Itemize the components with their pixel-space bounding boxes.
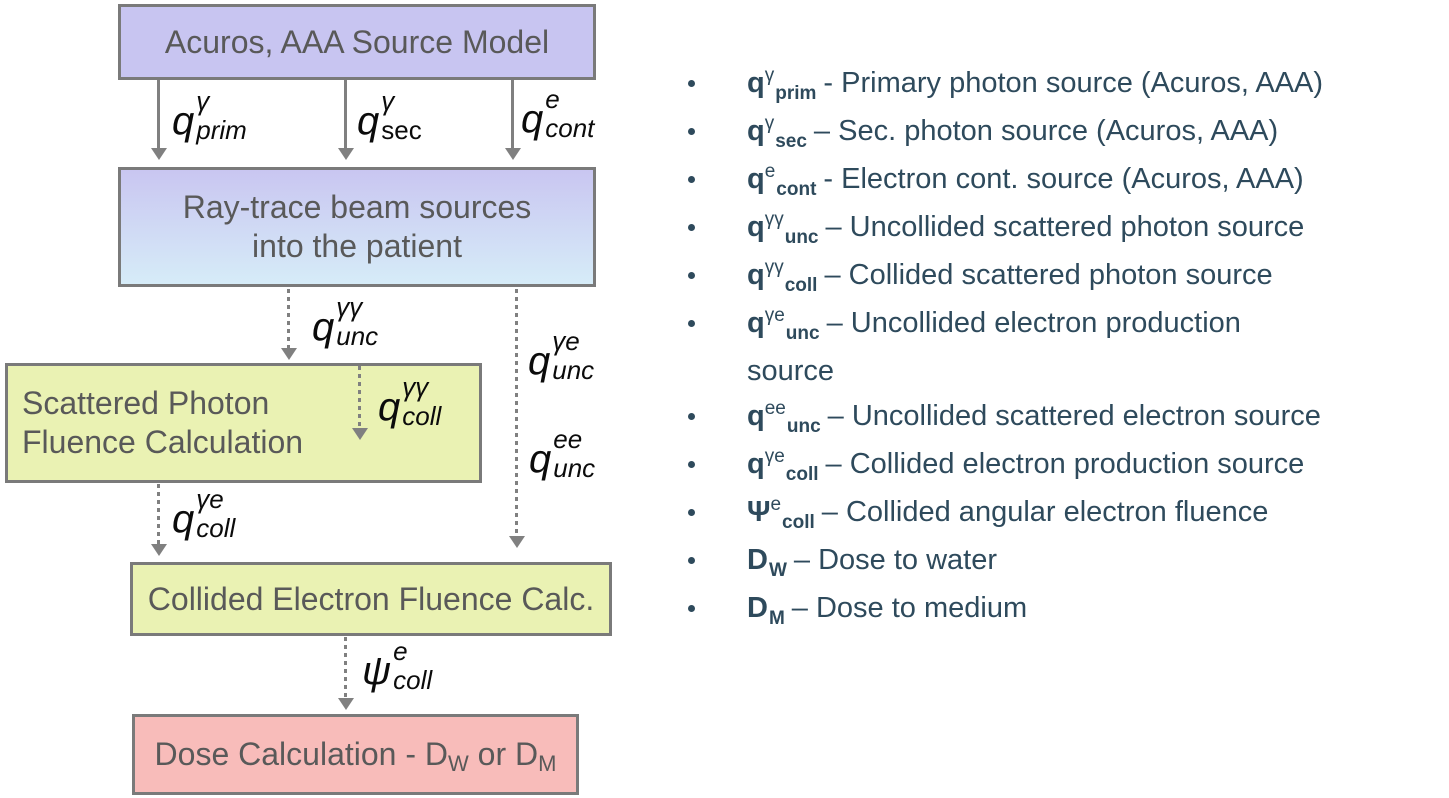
legend-item-q-unc-ge: qγeunc– Uncollided electron production s… (680, 301, 1449, 394)
box-collided-electron-fluence: Collided Electron Fluence Calc. (130, 562, 612, 636)
bullet-icon (688, 128, 695, 135)
flow-label-psi-coll: ψ e coll (362, 636, 433, 695)
arrowhead-sec (338, 148, 354, 160)
legend-item-q-unc-gg: qγγunc– Uncollided scattered photon sour… (680, 205, 1449, 253)
bullet-icon (688, 605, 695, 612)
dotted-arrow-coll-ge (157, 484, 160, 544)
bullet-icon (688, 80, 695, 87)
arrow-prim (157, 80, 160, 150)
box-label: Collided Electron Fluence Calc. (147, 580, 595, 617)
dose-text-mid: or D (477, 736, 539, 772)
legend-item-q-unc-ee: qeeunc– Uncollided scattered electron so… (680, 394, 1449, 442)
flow-label-q-coll-gg: q γγ coll (378, 372, 442, 431)
legend-item-q-cont: qecont- Electron cont. source (Acuros, A… (680, 157, 1449, 205)
legend-item-dose-medium: DM– Dose to medium (680, 586, 1449, 634)
arrowhead-psi (338, 698, 354, 710)
bullet-icon (688, 320, 695, 327)
box-line2: into the patient (252, 228, 462, 264)
legend-item-psi-coll: Ψecoll– Collided angular electron fluenc… (680, 490, 1449, 538)
legend-list: qγprim- Primary photon source (Acuros, A… (680, 61, 1449, 634)
arrowhead-right (509, 536, 525, 548)
bullet-icon (688, 272, 695, 279)
flow-label-q-cont: q e cont (521, 84, 595, 143)
dotted-arrow-coll-gg (358, 366, 361, 428)
box-scattered-photon-fluence: Scattered Photon Fluence Calculation (5, 363, 482, 483)
arrowhead-coll-gg (352, 428, 368, 440)
arrow-cont (511, 80, 514, 150)
flow-label-q-coll-ge: q γe coll (172, 484, 236, 543)
arrow-sec (344, 80, 347, 150)
box-ray-trace-beam-sources: Ray-trace beam sources into the patient (118, 167, 596, 287)
arrowhead-coll-ge (151, 544, 167, 556)
bullet-icon (688, 557, 695, 564)
flow-label-q-unc-gg: q γγ unc (312, 292, 379, 351)
legend-item-q-coll-ge: qγecoll– Collided electron production so… (680, 442, 1449, 490)
dose-sub-m: M (538, 751, 557, 776)
box-acuros-aaa-source-model: Acuros, AAA Source Model (118, 4, 596, 80)
flow-label-q-unc-ge: q γe unc (528, 326, 595, 385)
bullet-icon (688, 224, 695, 231)
arrowhead-prim (151, 148, 167, 160)
legend-item-q-sec: qγsec– Sec. photon source (Acuros, AAA) (680, 109, 1449, 157)
box-line1: Scattered Photon (22, 385, 270, 421)
dose-text: Dose Calculation - D (154, 736, 448, 772)
flow-label-q-prim: q γ prim (172, 86, 247, 145)
arrowhead-unc-gg (281, 348, 297, 360)
legend-item-dose-water: DW– Dose to water (680, 538, 1449, 586)
bullet-icon (688, 509, 695, 516)
box-label: Acuros, AAA Source Model (164, 23, 550, 60)
flow-label-q-sec: q γ sec (357, 86, 422, 145)
dotted-arrow-psi (344, 637, 347, 699)
bullet-icon (688, 413, 695, 420)
dotted-arrow-unc-gg (287, 289, 290, 349)
dotted-arrow-right (515, 289, 518, 537)
dose-sub-w: W (448, 751, 469, 776)
bullet-icon (688, 461, 695, 468)
box-line2: Fluence Calculation (22, 424, 304, 460)
arrowhead-cont (505, 148, 521, 160)
box-line1: Ray-trace beam sources (182, 189, 532, 225)
legend-item-q-prim: qγprim- Primary photon source (Acuros, A… (680, 61, 1449, 109)
legend-item-q-coll-gg: qγγcoll– Collided scattered photon sourc… (680, 253, 1449, 301)
flow-label-q-unc-ee: q ee unc (529, 424, 596, 483)
bullet-icon (688, 176, 695, 183)
